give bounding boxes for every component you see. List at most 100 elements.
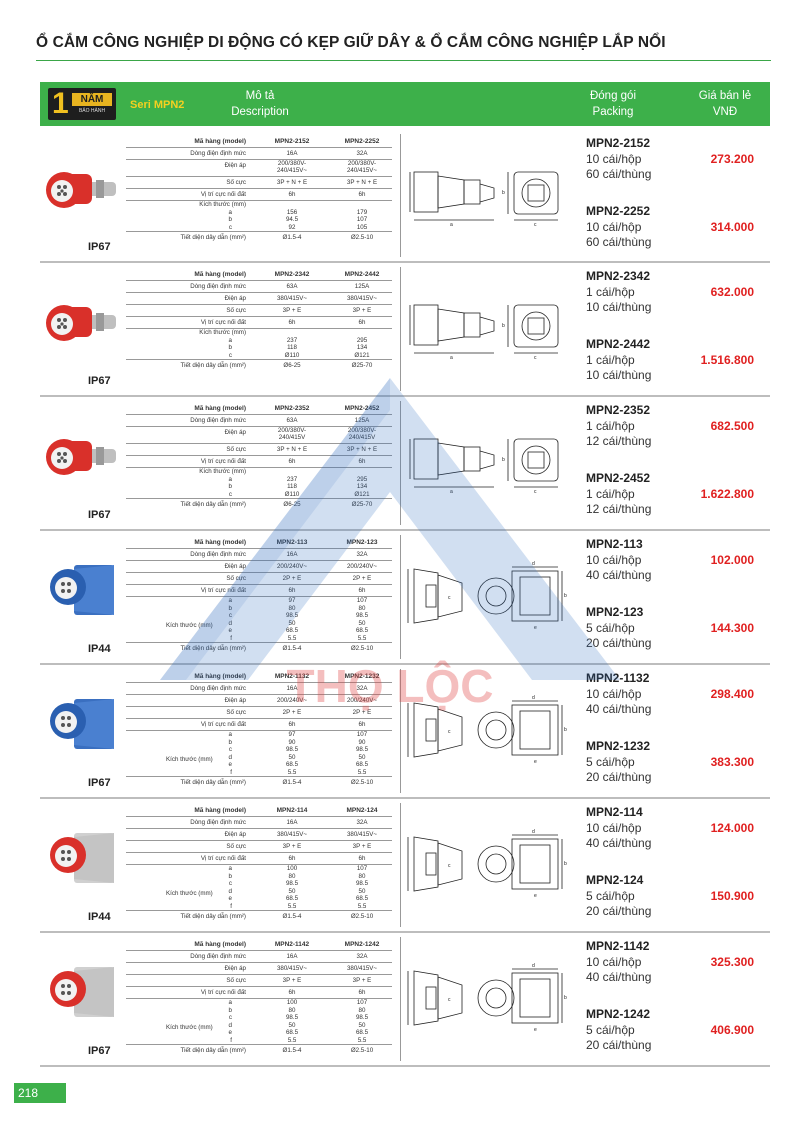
spec-value: MPN2-113 — [276, 539, 308, 546]
spec-label-section: Tiết diện dây dẫn (mm²) — [180, 501, 246, 508]
spec-value: 80 — [288, 604, 296, 612]
spec-value: 90 — [288, 738, 296, 746]
spec-value: MPN2-2452 — [344, 405, 380, 412]
spec-value: 63A — [286, 283, 298, 290]
spec-dim-letter: b — [228, 216, 232, 223]
spec-value: 68.5 — [285, 895, 299, 902]
product-image — [40, 827, 120, 896]
retail-price: 314.000 — [710, 220, 754, 234]
spec-value: 118 — [287, 344, 297, 351]
svg-text:c: c — [448, 595, 451, 601]
spec-value-voltage: 240/415V~ — [276, 167, 308, 174]
spec-value: 6h — [288, 458, 296, 465]
row-separator — [40, 663, 770, 665]
spec-label-earth: Vị trí cực nối đất — [200, 458, 246, 465]
warranty-sub: BẢO HÀNH — [78, 108, 106, 114]
spec-value: 2P + E — [282, 575, 302, 582]
spec-value: 98.5 — [355, 746, 369, 753]
spec-value: 3P + E — [282, 307, 302, 314]
svg-text:b: b — [564, 727, 567, 733]
svg-text:e: e — [534, 893, 537, 899]
spec-value: 80 — [358, 872, 366, 880]
spec-dim-letter: b — [228, 1006, 232, 1014]
spec-value-voltage: 200/240V~ — [276, 697, 308, 704]
spec-label-current: Dòng điện định mức — [190, 819, 246, 826]
retail-price: 298.400 — [710, 687, 754, 701]
column-divider — [400, 803, 401, 927]
page-title: Ổ CẮM CÔNG NGHIỆP DI ĐỘNG CÓ KẸP GIỮ DÂY… — [36, 34, 666, 51]
ip-rating: IP44 — [88, 643, 111, 655]
spec-label-dims: Kích thước (mm) — [166, 621, 213, 629]
spec-label-section: Tiết diện dây dẫn (mm²) — [180, 1047, 246, 1054]
spec-label-current: Dòng điện định mức — [190, 417, 246, 424]
packing-carton: 60 cái/thùng — [586, 167, 652, 181]
svg-text:e: e — [534, 759, 537, 765]
spec-label-voltage: Điện áp — [224, 965, 246, 972]
spec-value: MPN2-2152 — [274, 138, 310, 145]
packing-model: MPN2-2352 — [586, 403, 651, 417]
spec-value: 3P + N + E — [276, 446, 308, 453]
spec-label-section: Tiết diện dây dẫn (mm²) — [180, 645, 246, 652]
spec-value: 16A — [286, 551, 298, 558]
svg-text:c: c — [534, 222, 537, 228]
spec-value: MPN2-1242 — [344, 941, 380, 948]
spec-value-voltage: 200/380V- — [347, 160, 377, 167]
retail-price: 325.300 — [710, 955, 754, 969]
spec-value: Ø1.5-4 — [282, 645, 302, 652]
spec-value: Ø2.5-10 — [350, 779, 374, 786]
spec-label-dims: Kích thước (mm) — [166, 1023, 213, 1031]
retail-price: 1.516.800 — [700, 353, 754, 367]
table-header: 1 NĂM BẢO HÀNH Seri MPN2 Mô tả Descripti… — [40, 82, 770, 126]
spec-value: Ø110 — [284, 490, 300, 498]
spec-value: MPN2-2252 — [344, 138, 380, 145]
spec-dim-letter: e — [228, 761, 232, 768]
spec-value: 3P + E — [282, 843, 302, 850]
spec-label-section: Tiết diện dây dẫn (mm²) — [180, 362, 246, 369]
spec-dim-letter: d — [228, 887, 232, 895]
series-label: Seri MPN2 — [130, 99, 185, 111]
svg-text:c: c — [534, 355, 537, 361]
spec-value: 97 — [288, 597, 296, 604]
spec-value-voltage: 240/415V~ — [346, 167, 378, 174]
spec-value: 2P + E — [352, 575, 372, 582]
spec-value: 105 — [356, 223, 368, 231]
product-image — [40, 158, 120, 227]
svg-text:c: c — [534, 489, 537, 495]
packing-box: 1 cái/hộp — [586, 486, 635, 501]
spec-value: 6h — [358, 458, 366, 465]
spec-value-voltage: 200/240V~ — [346, 563, 378, 570]
spec-value: 107 — [356, 216, 368, 223]
spec-value: 98.5 — [285, 880, 299, 887]
packing-box: 10 cái/hộp — [586, 954, 642, 969]
spec-value-voltage: 200/380V- — [277, 160, 307, 167]
packing-model: MPN2-2152 — [586, 136, 651, 150]
spec-value: Ø25-70 — [351, 362, 373, 369]
spec-dim-letter: a — [228, 731, 232, 738]
packing-model: MPN2-2452 — [586, 471, 651, 485]
retail-price: 150.900 — [710, 889, 754, 903]
spec-value: Ø1.5-4 — [282, 779, 302, 786]
spec-value: Ø2.5-10 — [350, 1047, 374, 1054]
spec-value: 6h — [288, 721, 296, 728]
spec-label-poles: Số cực — [226, 843, 246, 850]
spec-value: 6h — [288, 319, 296, 326]
packing-box: 10 cái/hộp — [586, 686, 642, 701]
product-image — [40, 961, 120, 1030]
